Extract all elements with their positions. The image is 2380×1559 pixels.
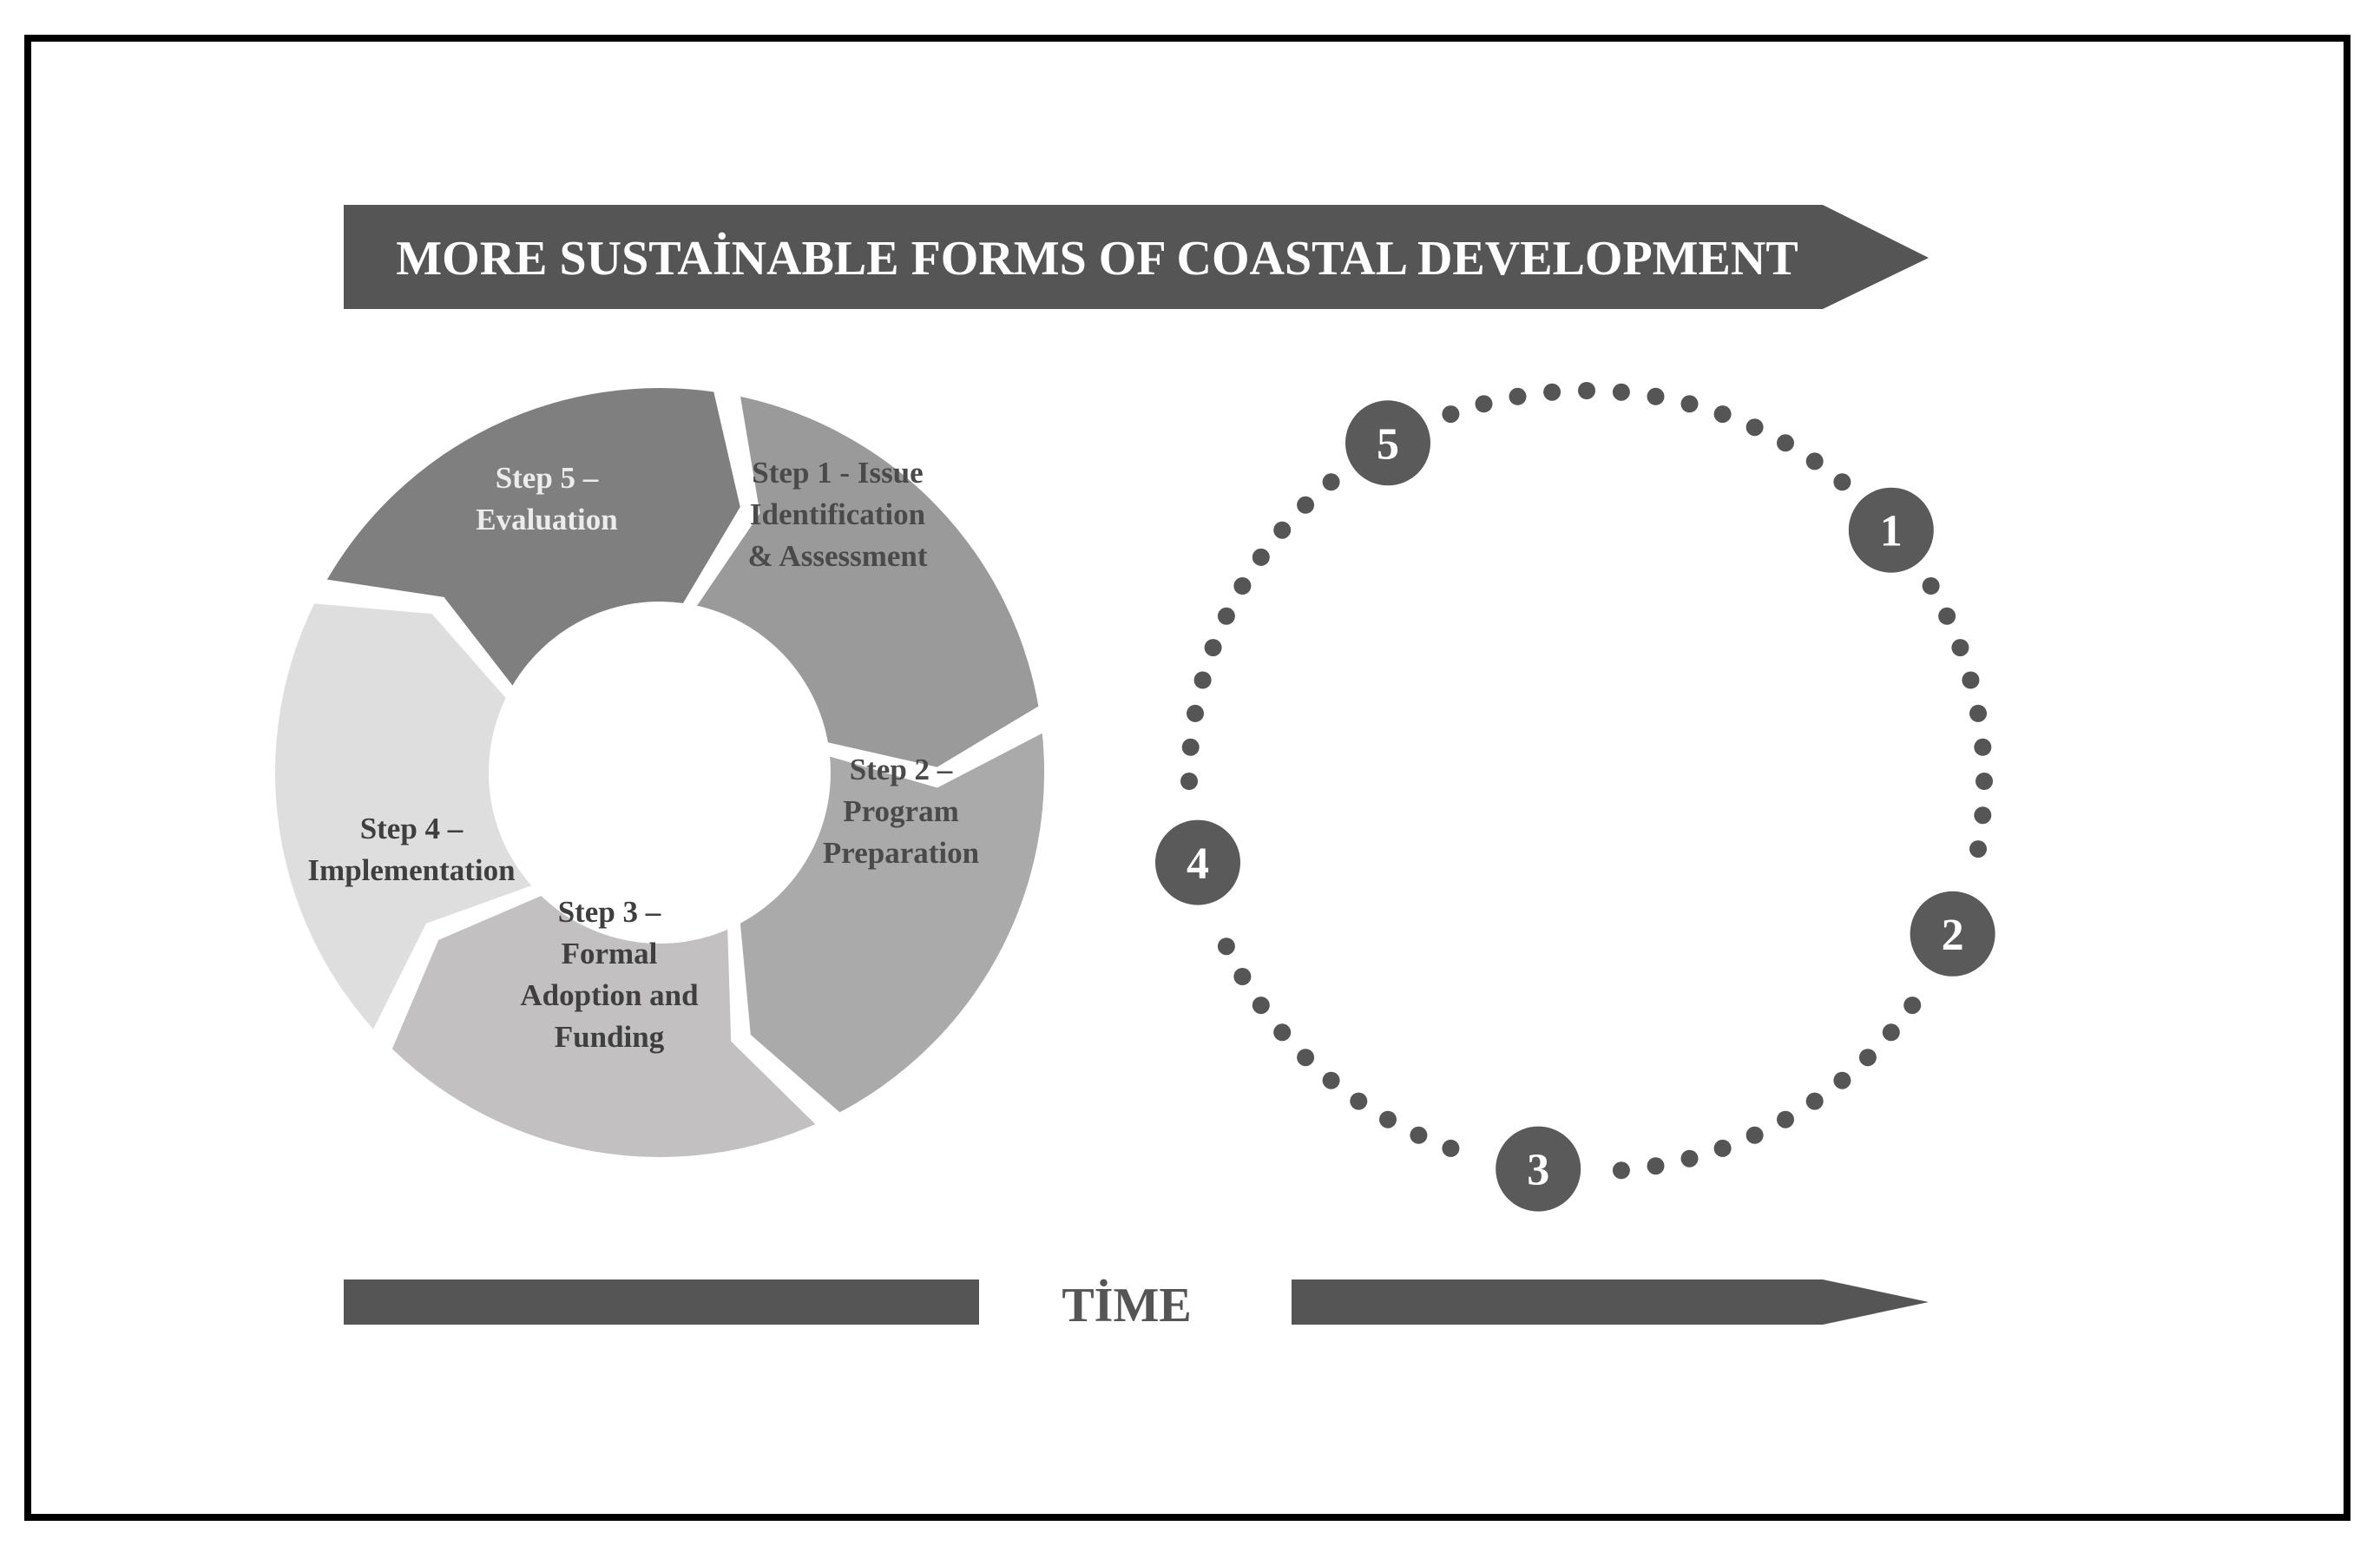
circle-dot: [1217, 937, 1235, 956]
circle-dot: [1938, 607, 1956, 625]
time-arrow-right: [1292, 1279, 1929, 1325]
circle-dot: [1410, 1126, 1428, 1144]
circle-dot: [1833, 473, 1851, 491]
banner-arrow: [344, 205, 1929, 309]
circle-dot: [1922, 577, 1940, 595]
cycle-segment-step-1: [691, 391, 1042, 771]
marker-1-circle: [1848, 487, 1934, 573]
circle-dot: [1379, 1110, 1397, 1128]
circle-dot: [1805, 452, 1824, 470]
step-4-label: Step 4 – Implementation: [307, 812, 515, 887]
cycle-segment-step-5: [321, 385, 745, 692]
circle-dot: [1612, 1161, 1630, 1180]
circle-dot: [1193, 671, 1212, 689]
step-2-label-line: Preparation: [823, 836, 979, 870]
circle-dot: [1217, 607, 1235, 625]
time-bar-left: [344, 1279, 979, 1325]
circle-dot: [1974, 738, 1992, 756]
marker-2-circle: [1910, 891, 1995, 977]
step-2-label-line: Program: [843, 794, 958, 828]
banner-title: MORE SUSTAİNABLE FORMS OF COASTAL DEVELO…: [396, 232, 1798, 286]
step-3-label-line: Step 3 –: [558, 895, 661, 929]
circle-dot: [1777, 434, 1794, 452]
circle-dot: [1713, 405, 1732, 424]
marker-4-circle: [1155, 819, 1240, 905]
cycle-segment-step-4: [272, 600, 538, 1036]
step-1-label-line: Step 1 - Issue: [752, 456, 923, 490]
dotted-time-circle: 1 2 3 4 5: [1155, 382, 1995, 1212]
circle-dot: [1252, 997, 1270, 1015]
step-3-label-line: Formal: [562, 937, 658, 970]
circle-dot: [1297, 1049, 1315, 1067]
circle-dot: [1903, 997, 1922, 1015]
circle-dot: [1180, 773, 1198, 790]
circle-dot: [1233, 577, 1252, 595]
circle-dot: [1951, 639, 1969, 657]
circle-dot: [1612, 383, 1630, 401]
circle-dot: [1233, 968, 1252, 985]
circle-dot: [1181, 738, 1200, 756]
circle-dot: [1882, 1023, 1900, 1042]
circle-dot: [1204, 639, 1222, 657]
circle-dot: [1442, 405, 1460, 424]
circle-dot: [1442, 1139, 1460, 1157]
circle-dot: [1297, 496, 1315, 514]
circle-dot: [1777, 1110, 1794, 1128]
cycle-segment-step-2: [736, 727, 1049, 1117]
circle-dot: [1713, 1139, 1732, 1157]
circle-dot: [1833, 1071, 1851, 1089]
circle-dot: [1273, 521, 1292, 539]
cycle-segment-step-3: [388, 891, 822, 1161]
circle-dot: [1976, 773, 1993, 790]
circle-dot: [1647, 1157, 1665, 1175]
step-5-label-line: Evaluation: [476, 503, 617, 536]
circle-dot: [1805, 1092, 1824, 1110]
marker-3-circle: [1496, 1126, 1581, 1212]
circle-dot: [1647, 387, 1665, 405]
circle-dot: [1680, 1149, 1699, 1168]
circle-dot: [1252, 548, 1270, 566]
step-4-label-line: Step 4 –: [360, 812, 464, 845]
marker-5-circle: [1345, 400, 1430, 486]
step-1-label-line: Identification: [750, 497, 925, 531]
circle-dot: [1273, 1023, 1292, 1042]
circle-dot: [1475, 395, 1493, 413]
marker-3-label: 3: [1527, 1146, 1549, 1195]
step-1-label-line: & Assessment: [747, 539, 927, 573]
circle-dot: [1543, 383, 1561, 401]
step-3-label-line: Funding: [555, 1020, 665, 1054]
circle-dot: [1509, 387, 1527, 405]
step-4-label-line: Implementation: [307, 853, 515, 887]
circle-dot: [1680, 395, 1699, 413]
step-5-label-line: Step 5 –: [496, 461, 599, 495]
circle-dot: [1858, 1049, 1877, 1067]
circle-dot: [1969, 704, 1987, 722]
marker-2-label: 2: [1942, 911, 1964, 960]
circle-dot: [1962, 671, 1980, 689]
time-label: TİME: [1062, 1279, 1191, 1332]
step-3-label-line: Adoption and: [520, 978, 699, 1012]
circle-dot: [1322, 1071, 1340, 1089]
step-2-label-line: Step 2 –: [850, 753, 953, 786]
circle-dot: [1187, 704, 1204, 722]
marker-4-label: 4: [1187, 839, 1209, 889]
circle-dot: [1974, 806, 1992, 825]
circle-dot: [1969, 840, 1987, 858]
marker-5-label: 5: [1377, 419, 1399, 469]
circle-dot: [1350, 1092, 1368, 1110]
step-5-label: Step 5 – Evaluation: [476, 461, 617, 536]
circle-dot: [1578, 382, 1595, 399]
marker-1-label: 1: [1880, 507, 1903, 556]
circle-dot: [1746, 418, 1764, 437]
circle-dot: [1746, 1126, 1764, 1144]
circle-dot: [1322, 473, 1340, 491]
